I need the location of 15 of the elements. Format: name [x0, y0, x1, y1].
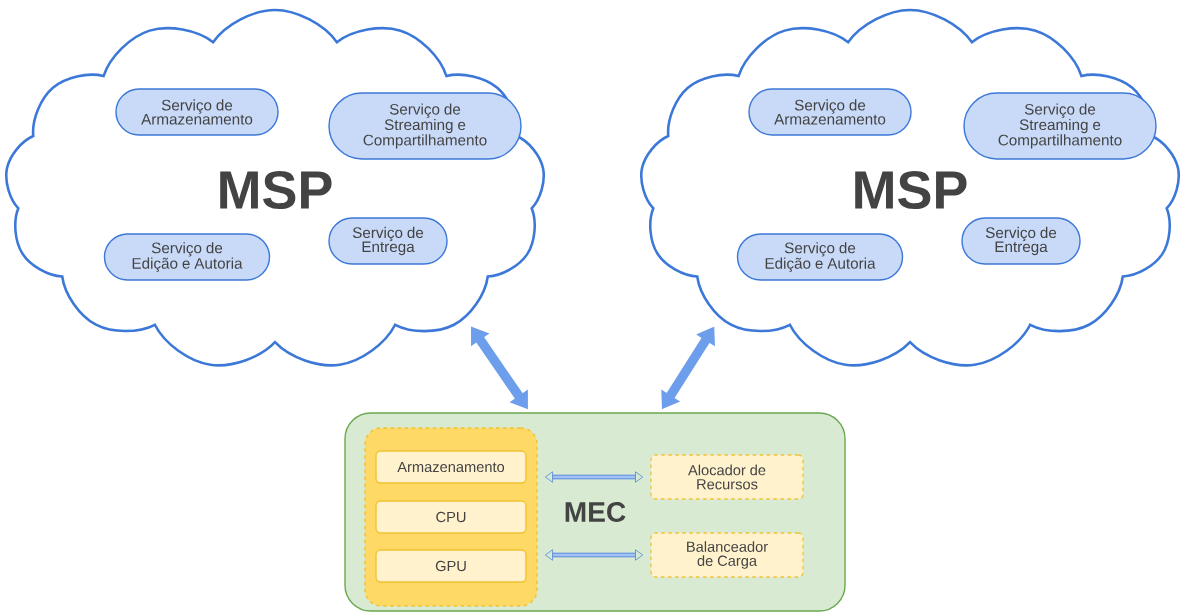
dashed-box: Balanceador de Carga [650, 532, 804, 578]
resource-box: CPU [375, 500, 527, 534]
service-pill: Serviço de Armazenamento [115, 88, 279, 136]
arrow [545, 549, 644, 561]
arrow [545, 471, 644, 483]
resource-box: GPU [375, 549, 527, 583]
service-pill: Serviço de Entrega [961, 217, 1081, 265]
service-pill: Serviço de Streaming e Compartilhamento [963, 92, 1157, 160]
service-pill: Serviço de Armazenamento [748, 88, 912, 136]
service-pill: Serviço de Edição e Autoria [736, 233, 904, 281]
service-pill: Serviço de Streaming e Compartilhamento [328, 92, 522, 160]
dashed-box: Alocador de Recursos [650, 454, 804, 500]
service-pill: Serviço de Edição e Autoria [103, 233, 271, 281]
service-pill: Serviço de Entrega [328, 217, 448, 265]
resource-box: Armazenamento [375, 450, 527, 484]
